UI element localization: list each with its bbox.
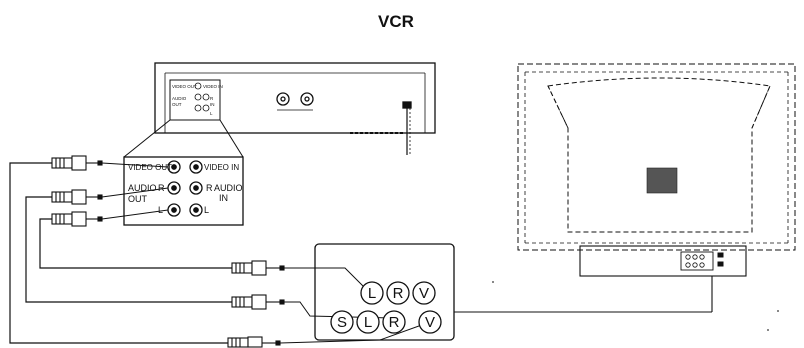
diagram-title: VCR <box>378 12 414 31</box>
tv-terminal-bottom-l: L <box>364 314 372 331</box>
rear-video-out-label: VIDEO OUT <box>172 84 197 89</box>
video-out-label: VIDEO OUT <box>128 163 172 172</box>
vcr-side-plugs <box>51 155 103 227</box>
rear-out-label: OUT <box>172 102 182 107</box>
rca-plug <box>51 211 103 227</box>
vcr-unit <box>154 62 436 155</box>
vcr-rear-panel: VIDEO OUT VIDEO IN AUDIO OUT R IN L <box>172 82 223 116</box>
scan-specks <box>492 281 779 331</box>
rear-in-label: IN <box>210 102 215 107</box>
rca-plug <box>231 294 285 310</box>
tv-leader-line <box>454 276 713 313</box>
zoom-leader-lines <box>123 119 244 158</box>
vcr-jack-panel: VIDEO OUT VIDEO IN AUDIO R R AUDIO OUT I… <box>123 156 244 226</box>
rca-plug <box>231 260 285 276</box>
tv-terminal-bottom-v: V <box>425 314 435 331</box>
tv-terminal-top-v: V <box>419 285 429 302</box>
rear-video-in-label: VIDEO IN <box>203 84 223 89</box>
l-in-label: L <box>204 205 209 215</box>
tv-terminal-bottom-r: R <box>389 314 400 331</box>
tv-terminal-leads <box>279 267 431 344</box>
rear-audio-label: AUDIO <box>172 96 187 101</box>
tv-terminal-top-r: R <box>393 285 404 302</box>
rca-plug <box>51 155 103 171</box>
in-label: IN <box>219 193 228 203</box>
tv-terminal-top-l: L <box>368 285 376 302</box>
audio-out-label: AUDIO <box>128 183 157 193</box>
l-out-label: L <box>158 205 163 215</box>
tv-terminal-panel: L R V S L R V <box>314 243 455 341</box>
cables <box>9 162 232 344</box>
video-in-label: VIDEO IN <box>204 163 239 172</box>
out-label: OUT <box>128 194 148 204</box>
tv-side-plugs <box>227 260 285 348</box>
television <box>517 63 796 277</box>
rca-plug <box>227 336 281 348</box>
audio-in-label: AUDIO <box>214 183 243 193</box>
vcr-jack-leads <box>101 162 169 220</box>
tv-terminal-bottom-s: S <box>337 314 347 331</box>
r-out-label: R <box>158 183 165 193</box>
rca-plug <box>51 189 103 205</box>
rear-l-label: L <box>210 111 213 116</box>
r-in-label: R <box>206 183 213 193</box>
rear-r-label: R <box>210 96 214 101</box>
